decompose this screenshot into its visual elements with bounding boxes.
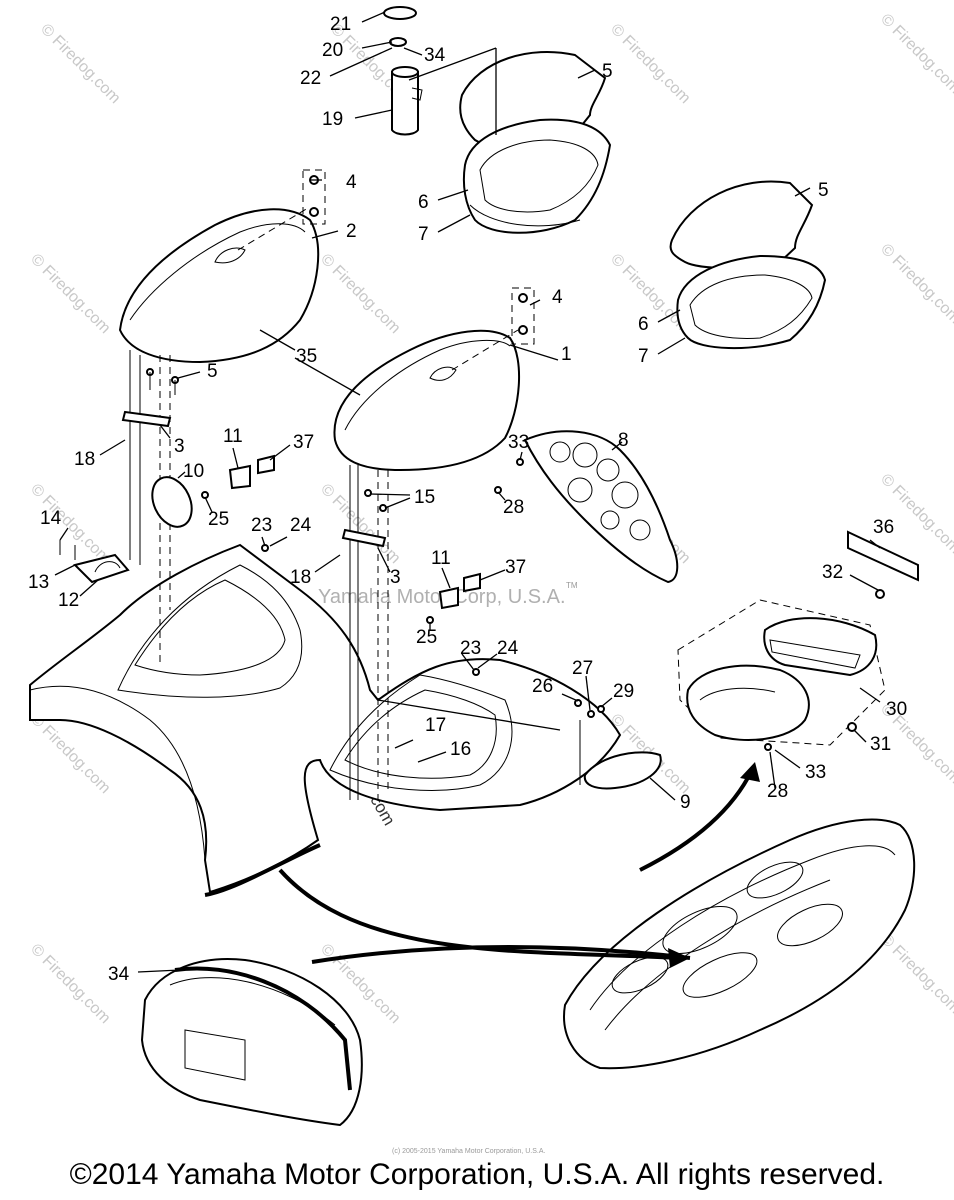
callout-33-mid: 33 (508, 432, 529, 453)
watermark-1: © Firedog.com (37, 21, 123, 107)
callout-28-right: 28 (767, 781, 788, 802)
callout-9: 9 (680, 792, 691, 813)
callout-7-right: 7 (638, 346, 649, 367)
callout-34-top: 34 (424, 45, 446, 66)
callout-19: 19 (322, 109, 343, 130)
callout-3-left: 3 (174, 436, 185, 457)
callout-5-left: 5 (207, 361, 218, 382)
callout-27: 27 (572, 658, 593, 679)
callout-23-mid: 23 (460, 638, 481, 659)
storage-bin-right (669, 180, 827, 350)
callout-14: 14 (40, 508, 62, 529)
decal-36 (847, 530, 919, 582)
callout-2: 2 (346, 221, 357, 242)
callout-18-left: 18 (74, 449, 95, 470)
leader-lines (129, 350, 581, 805)
callout-7-top: 7 (418, 224, 429, 245)
hardware-small (121, 368, 772, 751)
callout-32: 32 (822, 562, 843, 583)
mirror-10 (59, 476, 193, 584)
callout-35: 35 (296, 346, 317, 367)
callout-37-mid: 37 (505, 557, 526, 578)
deck-body (29, 543, 622, 894)
callout-4-seat2: 4 (346, 172, 357, 193)
callout-3-mid: 3 (390, 567, 401, 588)
callout-24-mid: 24 (497, 638, 519, 659)
callout-6-right: 6 (638, 314, 649, 335)
callout-25-mid: 25 (416, 627, 437, 648)
tm-mark: TM (566, 581, 578, 590)
glove-box-30 (677, 589, 886, 746)
callout-28-mid: 28 (503, 497, 524, 518)
seat-2 (118, 169, 326, 364)
callout-23-left: 23 (251, 515, 272, 536)
callout-25-left: 25 (208, 509, 229, 530)
seat-1 (333, 287, 535, 472)
callout-5-right: 5 (818, 180, 829, 201)
filler-tube (383, 6, 497, 136)
watermark-3: © Firedog.com (607, 21, 693, 107)
callout-labels: 21 20 22 34 19 5 6 7 5 6 7 4 2 35 5 3 18… (28, 14, 907, 985)
callout-21: 21 (330, 14, 351, 35)
callout-30: 30 (886, 699, 907, 720)
callout-24-left: 24 (290, 515, 312, 536)
seat-bag-34 (140, 958, 363, 1127)
callout-6-top: 6 (418, 192, 429, 213)
callout-5-top: 5 (602, 61, 613, 82)
watermark-20: © Firedog.com (877, 931, 954, 1017)
watermark-6: © Firedog.com (317, 251, 403, 337)
callout-10: 10 (183, 461, 204, 482)
callout-36: 36 (873, 517, 894, 538)
callout-31: 31 (870, 734, 891, 755)
callout-13: 13 (28, 572, 49, 593)
callout-26: 26 (532, 676, 553, 697)
callout-4-seat1: 4 (552, 287, 563, 308)
arrows (204, 762, 760, 968)
watermark-10: © Firedog.com (317, 481, 403, 567)
callout-18-mid: 18 (290, 567, 311, 588)
callout-22: 22 (300, 68, 321, 89)
small-print: (c) 2005-2015 Yamaha Motor Corporation, … (392, 1148, 545, 1155)
callout-15: 15 (414, 487, 435, 508)
mirror-9 (583, 751, 662, 790)
panel-8 (523, 430, 679, 584)
callout-12: 12 (58, 590, 79, 611)
callout-11-left: 11 (223, 426, 243, 447)
watermark-4: © Firedog.com (877, 11, 954, 97)
callout-11-mid: 11 (431, 548, 451, 569)
callout-1: 1 (561, 344, 572, 365)
callout-34-bottom: 34 (108, 964, 130, 985)
callout-29: 29 (613, 681, 634, 702)
callout-33-right: 33 (805, 762, 826, 783)
callout-16: 16 (450, 739, 471, 760)
callout-leaders (54, 11, 881, 973)
watermark-8: © Firedog.com (877, 241, 954, 327)
watermark-12: © Firedog.com (877, 471, 954, 557)
callout-37-left: 37 (293, 432, 314, 453)
watermark-5: © Firedog.com (27, 251, 113, 337)
storage-bin-top (459, 51, 612, 234)
callout-8: 8 (618, 430, 629, 451)
copyright-footer: ©2014 Yamaha Motor Corporation, U.S.A. A… (69, 1158, 885, 1191)
callout-17: 17 (425, 715, 446, 736)
boat-illustration (563, 818, 916, 1070)
callout-20: 20 (322, 40, 343, 61)
watermark-17: © Firedog.com (27, 941, 113, 1027)
